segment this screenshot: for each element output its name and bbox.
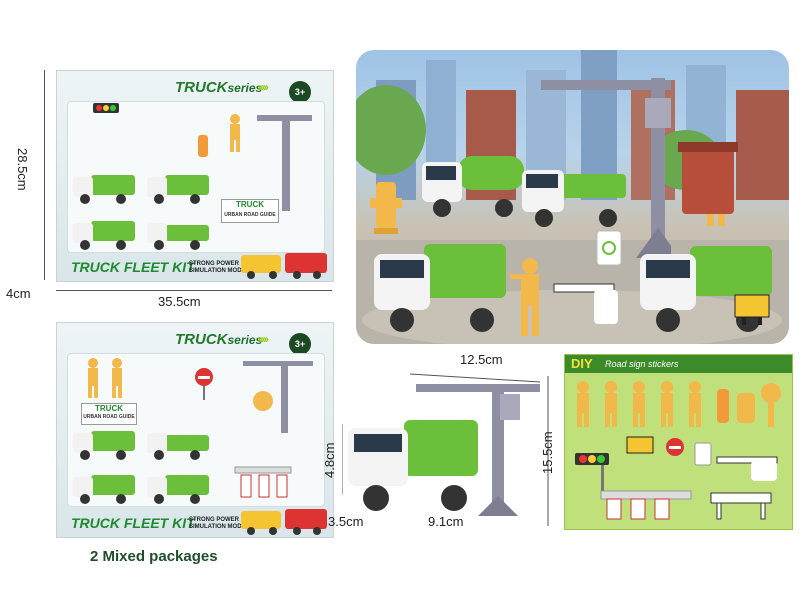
product-title: TRUCK FLEET KIT <box>71 259 195 275</box>
worker-figure <box>230 114 240 152</box>
garbage-truck-toy <box>73 475 135 504</box>
garbage-truck-toy <box>73 175 135 204</box>
garbage-truck-toy <box>374 244 506 332</box>
worker-figures <box>577 381 781 427</box>
age-badge: 3+ <box>289 333 311 355</box>
garbage-truck-toy <box>147 175 209 204</box>
garbage-truck-toy <box>73 431 135 460</box>
box-depth-label: 4cm <box>6 286 31 301</box>
crane-toy <box>243 361 313 433</box>
truck-badge: TRUCK URBAN ROAD GUIDE <box>81 403 137 425</box>
gas-station-toy <box>234 466 292 498</box>
worker-figure <box>510 258 539 336</box>
dumpster <box>678 142 738 214</box>
top-package-photo: TRUCKseries ››››› 3+ TRUCK URBAN ROAD GU… <box>56 70 334 282</box>
tow-truck-toy <box>147 223 209 250</box>
fire-extinguisher <box>198 135 208 157</box>
truck-height-label: 4.8cm <box>322 442 337 478</box>
truck-depth-label: 3.5cm <box>328 514 364 529</box>
box-width-label: 35.5cm <box>158 294 201 309</box>
crane-toy <box>257 115 312 211</box>
worker-figures <box>88 358 122 398</box>
fire-hydrant-toy <box>370 182 402 234</box>
diy-label: DIY <box>571 356 593 371</box>
road-sign-stickers <box>575 436 778 520</box>
diy-subtitle: Road sign stickers <box>605 359 679 369</box>
age-badge: 3+ <box>289 81 311 103</box>
caution-sign <box>734 294 770 325</box>
mixed-packages-caption: 2 Mixed packages <box>90 548 218 565</box>
cover-trucks-icon <box>241 253 327 279</box>
barrier-gate <box>553 283 618 324</box>
dimensioned-garbage-truck-toy <box>342 420 478 511</box>
crane-toy <box>541 78 671 258</box>
series-logo: TRUCKseries <box>175 79 263 96</box>
stop-sign-icon <box>195 368 213 400</box>
tanker-truck-toy <box>422 156 524 217</box>
diy-header: DIY Road sign stickers <box>565 355 792 373</box>
bottom-package-photo: TRUCKseries ››››› 3+ TRUCK URBAN ROAD GU… <box>56 322 334 538</box>
series-logo: TRUCKseries <box>175 331 263 348</box>
crane-height-label: 15.5cm <box>540 431 555 474</box>
truck-length-label: 9.1cm <box>428 514 464 529</box>
recycle-sign <box>596 230 622 266</box>
traffic-light-icon <box>93 103 119 113</box>
height-dimension-line <box>44 70 45 280</box>
chevron-icon: ››››› <box>257 80 269 94</box>
dimensioned-crane-toy <box>409 373 549 526</box>
skip-loader-truck-toy <box>640 246 772 332</box>
width-dimension-line <box>56 290 332 291</box>
garbage-truck-toy <box>147 475 209 504</box>
product-title: TRUCK FLEET KIT <box>71 515 195 531</box>
box-height-label: 28.5cm <box>15 148 30 191</box>
city-scene-illustration <box>356 50 789 344</box>
tow-truck-toy <box>147 433 209 460</box>
cover-trucks-icon <box>241 509 327 535</box>
diy-sticker-panel: DIY Road sign stickers <box>564 354 793 530</box>
crane-width-label: 12.5cm <box>460 352 503 367</box>
tow-truck-toy <box>522 170 626 227</box>
chevron-icon: ››››› <box>257 332 269 346</box>
garbage-truck-toy <box>73 221 135 250</box>
truck-badge: TRUCK URBAN ROAD GUIDE <box>221 199 279 223</box>
